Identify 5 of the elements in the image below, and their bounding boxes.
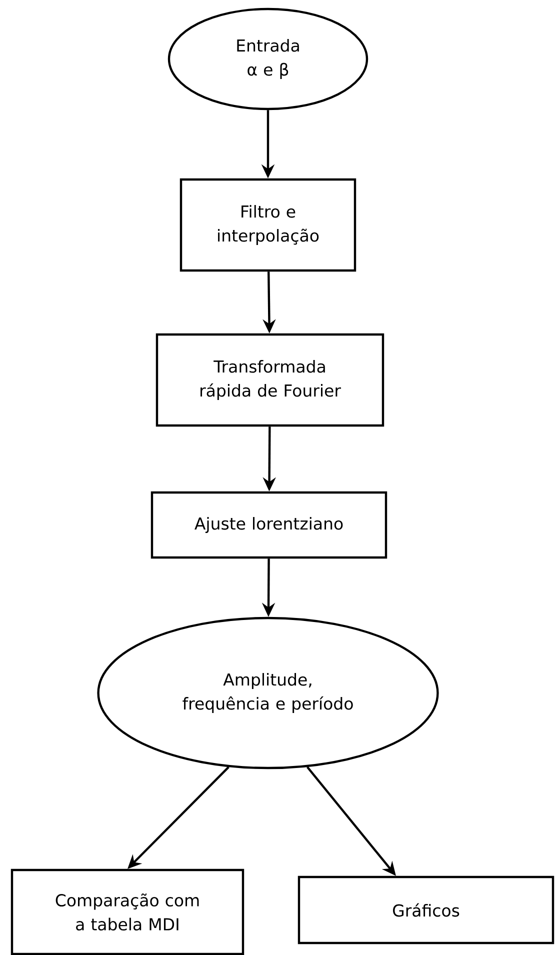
process-box: Transformada rápida de Fourier <box>156 333 384 427</box>
output-box: Gráficos <box>298 876 554 944</box>
process-box: Filtro e interpolação <box>180 178 356 272</box>
process-box: Ajuste lorentziano <box>150 491 388 559</box>
output-box: Comparação com a tabela MDI <box>10 868 244 955</box>
